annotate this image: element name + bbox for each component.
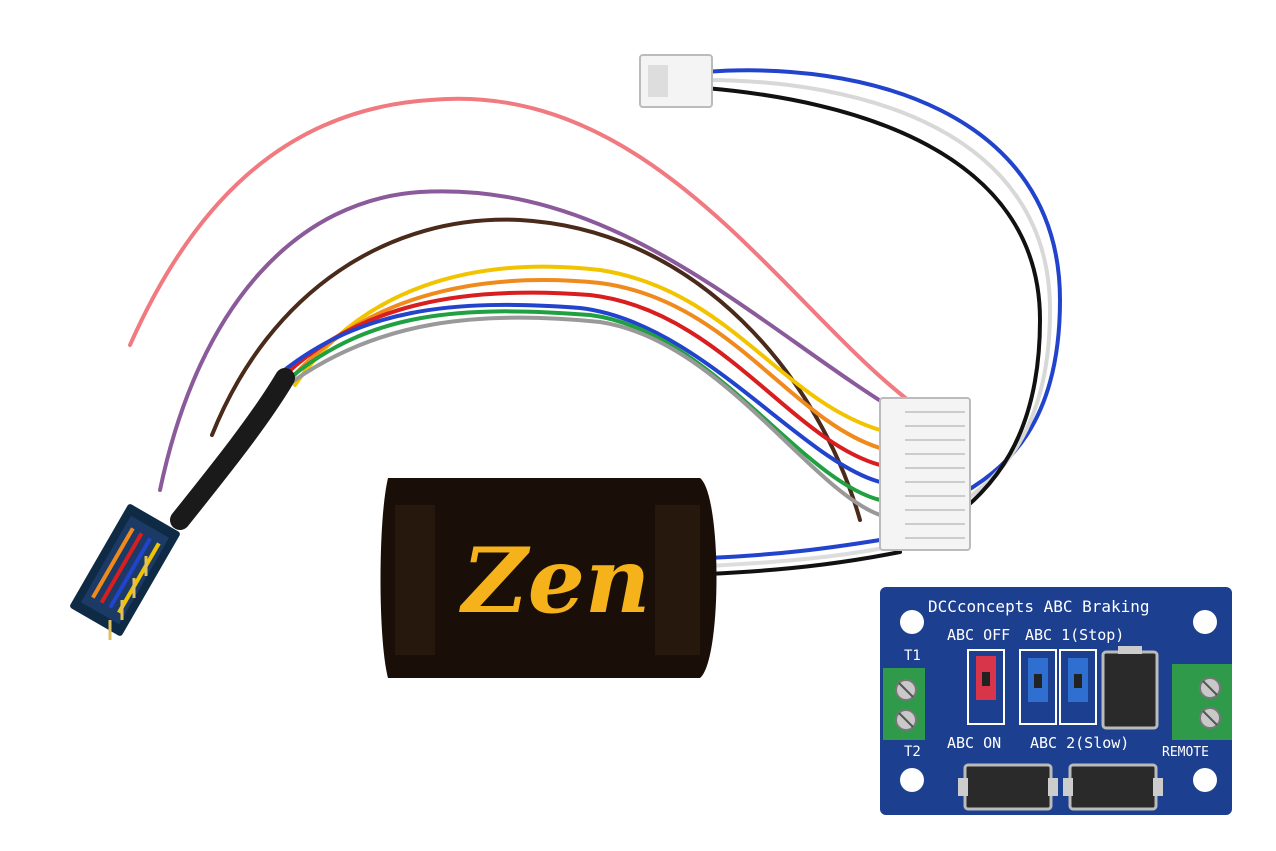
four-pin-connector <box>639 54 713 108</box>
zen-decoder: Zen <box>380 478 717 678</box>
nem652-plug <box>70 504 180 636</box>
grey-wire <box>290 315 882 517</box>
brown-wire <box>210 217 862 522</box>
jumper-blue-2 <box>1059 649 1097 725</box>
jumper-red <box>967 649 1005 725</box>
red-wire <box>283 290 882 467</box>
blue-wire <box>280 302 882 484</box>
label-t1: T1 <box>904 648 921 664</box>
decoder-white-wire <box>704 546 886 568</box>
wire-bundle <box>128 68 1063 576</box>
diode-right <box>1101 646 1159 730</box>
pink-wire <box>128 96 910 402</box>
yellow-wire <box>293 264 882 432</box>
diode-bottom-right <box>1063 763 1163 811</box>
label-abc-off: ABC OFF <box>947 626 1010 644</box>
ten-pin-connector <box>879 397 971 551</box>
decoder-black-wire <box>704 550 902 576</box>
orange-wire <box>288 278 882 450</box>
label-abc-2: ABC 2(Slow) <box>1030 734 1129 752</box>
heat-shrink-sleeve <box>170 368 295 530</box>
upper-black-wire <box>703 86 1043 522</box>
diode-bottom-left <box>958 763 1058 811</box>
jumper-blue-1 <box>1019 649 1057 725</box>
purple-wire <box>158 189 910 492</box>
decoder-logo: Zen <box>459 528 650 634</box>
plug-pins <box>108 556 148 640</box>
label-t2: T2 <box>904 744 921 760</box>
terminal-block-right <box>1172 664 1232 740</box>
abc-braking-board: DCCconcepts ABC Braking ABC OFF ABC 1(St… <box>880 587 1232 815</box>
board-title: DCCconcepts ABC Braking <box>928 597 1150 616</box>
label-abc-1: ABC 1(Stop) <box>1025 626 1124 644</box>
label-abc-on: ABC ON <box>947 734 1001 752</box>
label-remote: REMOTE <box>1162 745 1209 760</box>
green-wire <box>288 309 882 502</box>
decoder-blue-wire <box>704 538 882 560</box>
terminal-block-left <box>883 668 925 740</box>
